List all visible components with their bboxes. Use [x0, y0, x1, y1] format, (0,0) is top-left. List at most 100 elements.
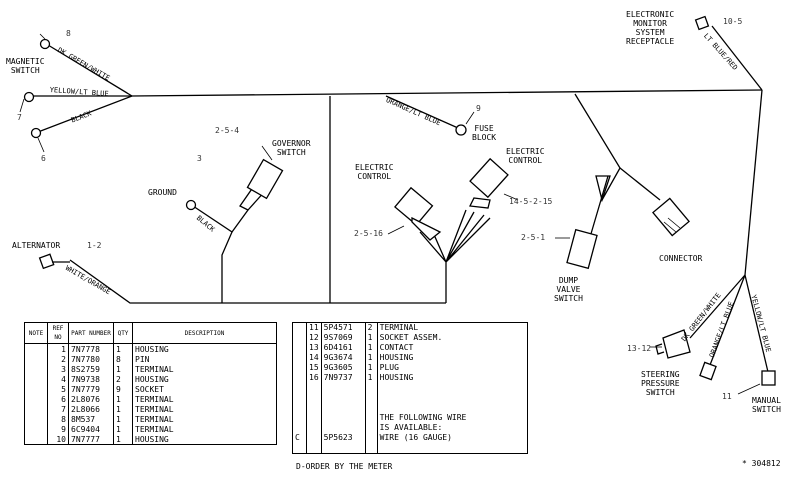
harness-bottom-line [69, 259, 446, 304]
table-cell: 9G3674 [320, 353, 366, 363]
table-cell [320, 413, 366, 423]
table-cell [364, 413, 378, 423]
table-cell [364, 383, 378, 393]
ref-manual-switch: 11 [722, 392, 732, 401]
table-cell [306, 443, 322, 454]
terminal-8-icon [39, 38, 51, 50]
table-cell [24, 364, 48, 374]
table-cell: 6C9404 [68, 424, 114, 434]
table-cell: 2 [113, 374, 133, 384]
table-cell: HOUSING [132, 374, 277, 384]
fuse-block-label: FUSE BLOCK [472, 124, 497, 142]
table-cell: 2L8076 [68, 394, 114, 404]
table-row [292, 443, 529, 454]
table-cell [306, 383, 322, 393]
table-cell [320, 403, 366, 413]
table-cell: PIN [132, 354, 277, 364]
ref-fuse-block: 9 [476, 104, 481, 113]
table-cell: 5 [47, 384, 69, 394]
electric-control-left-label: ELECTRIC CONTROL [355, 163, 394, 181]
table-cell: 7 [47, 404, 69, 414]
wire-note-line: IS AVAILABLE: [376, 423, 529, 433]
table-cell: 2 [47, 354, 69, 364]
electric-control-right-icon [469, 157, 509, 199]
col-qty: QTY [113, 322, 133, 344]
table-cell: PLUG [376, 363, 529, 373]
table-cell: 2 [364, 322, 378, 333]
footnote: D-ORDER BY THE METER [296, 462, 393, 471]
table-cell [24, 384, 48, 394]
table-cell [376, 443, 529, 454]
table-cell [24, 374, 48, 384]
table-cell: 1 [364, 353, 378, 363]
table-cell: 6 [47, 394, 69, 404]
table-cell: 1 [364, 333, 378, 343]
manual-switch-label: MANUAL SWITCH [752, 396, 781, 414]
electric-control-right-label: ELECTRIC CONTROL [506, 147, 545, 165]
table-row: THE FOLLOWING WIRE [292, 413, 529, 423]
electric-control-left-icon [394, 186, 434, 226]
table-cell [306, 413, 322, 423]
governor-switch-icon [246, 158, 284, 200]
table-cell: 1 [113, 343, 133, 354]
table-cell [364, 433, 378, 443]
table-cell: 11 [306, 322, 322, 333]
table-cell: 1 [113, 434, 133, 445]
ground-label: GROUND [148, 188, 177, 197]
table-cell [364, 423, 378, 433]
table-cell: 1 [364, 373, 378, 383]
table-cell [292, 343, 307, 353]
table-cell: 16 [306, 373, 322, 383]
wire-to-terminal-8 [47, 44, 133, 97]
table-cell: 12 [306, 333, 322, 343]
ref-steering-pressure-switch: 13-12 [627, 344, 652, 353]
table-cell: TERMINAL [132, 414, 277, 424]
table-cell: 1 [47, 343, 69, 354]
table-cell: 10 [47, 434, 69, 445]
table-cell [24, 424, 48, 434]
table-cell: 7N7778 [68, 343, 114, 354]
table-cell: 3 [47, 364, 69, 374]
table-row [292, 403, 529, 413]
table-cell: TERMINAL [132, 424, 277, 434]
table-cell [24, 414, 48, 424]
fuse-block-wire [385, 95, 459, 129]
table-cell: HOUSING [376, 373, 529, 383]
table-cell: 8M537 [68, 414, 114, 424]
table-cell: WIRE (16 GAUGE) [376, 433, 529, 443]
table-cell: 7N7777 [68, 434, 114, 445]
table-cell [292, 353, 307, 363]
table-cell [306, 403, 322, 413]
table-cell [24, 404, 48, 414]
table-cell: HOUSING [132, 434, 277, 445]
table-cell: 9G3605 [320, 363, 366, 373]
table-cell [320, 423, 366, 433]
table-cell [292, 363, 307, 373]
col-part-number: PART NUMBER [68, 322, 114, 344]
fuse-block-terminal-icon [455, 124, 467, 136]
table-cell: 7N9738 [68, 374, 114, 384]
ref-terminal-7: 7 [17, 113, 22, 122]
table-cell: 1 [364, 363, 378, 373]
table-cell: 1 [364, 343, 378, 353]
table-cell: 1 [113, 394, 133, 404]
main-harness-trunk [131, 89, 763, 97]
table-row [292, 383, 529, 393]
col-ref-no: REF NO [47, 322, 69, 344]
terminal-7-icon [23, 91, 35, 103]
ref-ems-receptacle: 10-5 [723, 17, 743, 26]
table-cell: 4 [47, 374, 69, 384]
table-cell: 9 [113, 384, 133, 394]
table-cell [376, 403, 529, 413]
table-cell: CONTACT [376, 343, 529, 353]
